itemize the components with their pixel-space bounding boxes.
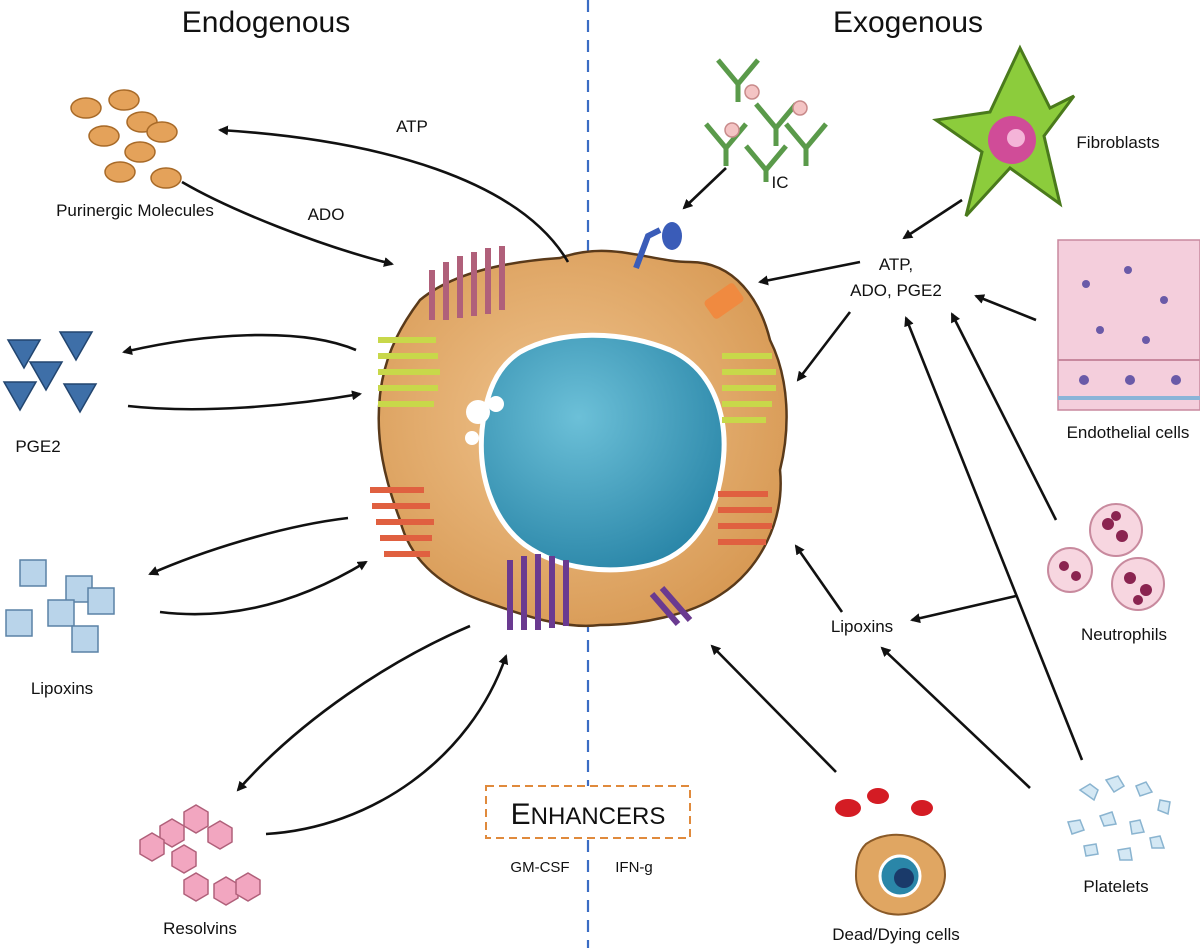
arrow-atp	[218, 125, 570, 263]
nucleus	[478, 332, 727, 573]
receptor-red-left	[370, 487, 434, 557]
arrow-to-resolvins	[236, 624, 471, 792]
lipoxins-icon	[5, 559, 115, 653]
vesicle	[488, 396, 504, 412]
label-purinergic-molecules: Purinergic Molecules	[56, 201, 214, 220]
receptor-pink	[429, 246, 505, 320]
arrow-ado	[181, 180, 394, 267]
receptor-red-right	[718, 491, 772, 545]
purinergic-molecules-icon	[70, 89, 182, 189]
arrow-mediators-to-orange	[758, 260, 861, 286]
enhancers-box: ENHANCERS	[485, 785, 691, 839]
platelets-icon	[1067, 775, 1171, 861]
label-mediators-line1: ATP,	[879, 255, 913, 274]
arrow-platelets-to-lipoxins	[880, 646, 1031, 789]
arrow-ic-to-cell	[682, 167, 727, 210]
pge2-icon	[2, 331, 98, 414]
label-atp-endogenous: ATP	[396, 117, 428, 136]
arrow-from-lipoxins	[159, 560, 368, 616]
label-neutrophils: Neutrophils	[1081, 625, 1167, 644]
label-gm-csf: GM-CSF	[510, 859, 569, 876]
endothelial-cells-icon	[1057, 239, 1200, 411]
arrow-lipoxins-to-cell	[794, 544, 844, 613]
vesicle	[466, 400, 490, 424]
macrophage-cell	[370, 222, 788, 630]
label-resolvins: Resolvins	[163, 919, 237, 938]
neutrophil-nuclei	[1059, 511, 1152, 605]
receptor-yellow-left	[378, 337, 440, 407]
label-lipoxins-endogenous: Lipoxins	[31, 679, 93, 698]
label-ic: IC	[772, 173, 789, 192]
receptor-purple-right	[649, 586, 693, 626]
arrow-platelets-to-mediators	[904, 316, 1084, 761]
receptor-yellow-right	[722, 353, 776, 423]
label-lipoxins-exogenous: Lipoxins	[831, 617, 893, 636]
arrow-fibroblast-to-mediators	[902, 198, 963, 240]
arrow-dead-cells-to-cell	[710, 644, 837, 773]
vesicle	[465, 431, 479, 445]
receptor-orange	[704, 283, 744, 319]
arrow-to-lipoxins	[148, 516, 349, 576]
header-exogenous: Exogenous	[833, 6, 983, 39]
immune-complex-icon	[704, 58, 828, 182]
label-fibroblasts: Fibroblasts	[1076, 133, 1159, 152]
fibroblast-icon	[932, 44, 1076, 218]
arrow-mediators-to-yellow	[796, 311, 852, 382]
arrow-to-pge2	[122, 333, 357, 356]
label-platelets: Platelets	[1083, 877, 1148, 896]
label-mediators-line2: ADO, PGE2	[850, 281, 942, 300]
neutrophils-icon	[1047, 503, 1165, 611]
header-endogenous: Endogenous	[182, 6, 351, 39]
arrow-endothelial-to-mediators	[974, 294, 1037, 322]
receptor-purple	[507, 554, 569, 630]
enhancers-title: ENHANCERS	[511, 798, 666, 831]
arrow-neutrophils-to-mediators	[950, 312, 1058, 521]
immune-complex-antigens	[724, 84, 808, 138]
label-ado: ADO	[308, 205, 345, 224]
arrow-from-resolvins	[265, 654, 509, 836]
resolvins-icon	[139, 804, 261, 906]
label-endothelial-cells: Endothelial cells	[1067, 423, 1190, 442]
label-ifn-g: IFN-g	[615, 859, 653, 876]
dead-dying-cells-icon	[835, 788, 946, 916]
arrow-from-pge2	[127, 390, 362, 411]
receptor-blue	[633, 222, 682, 270]
arrow-neutrophils-to-lipoxins	[910, 594, 1017, 624]
label-pge2: PGE2	[15, 437, 60, 456]
label-dead-dying-cells: Dead/Dying cells	[832, 925, 960, 944]
